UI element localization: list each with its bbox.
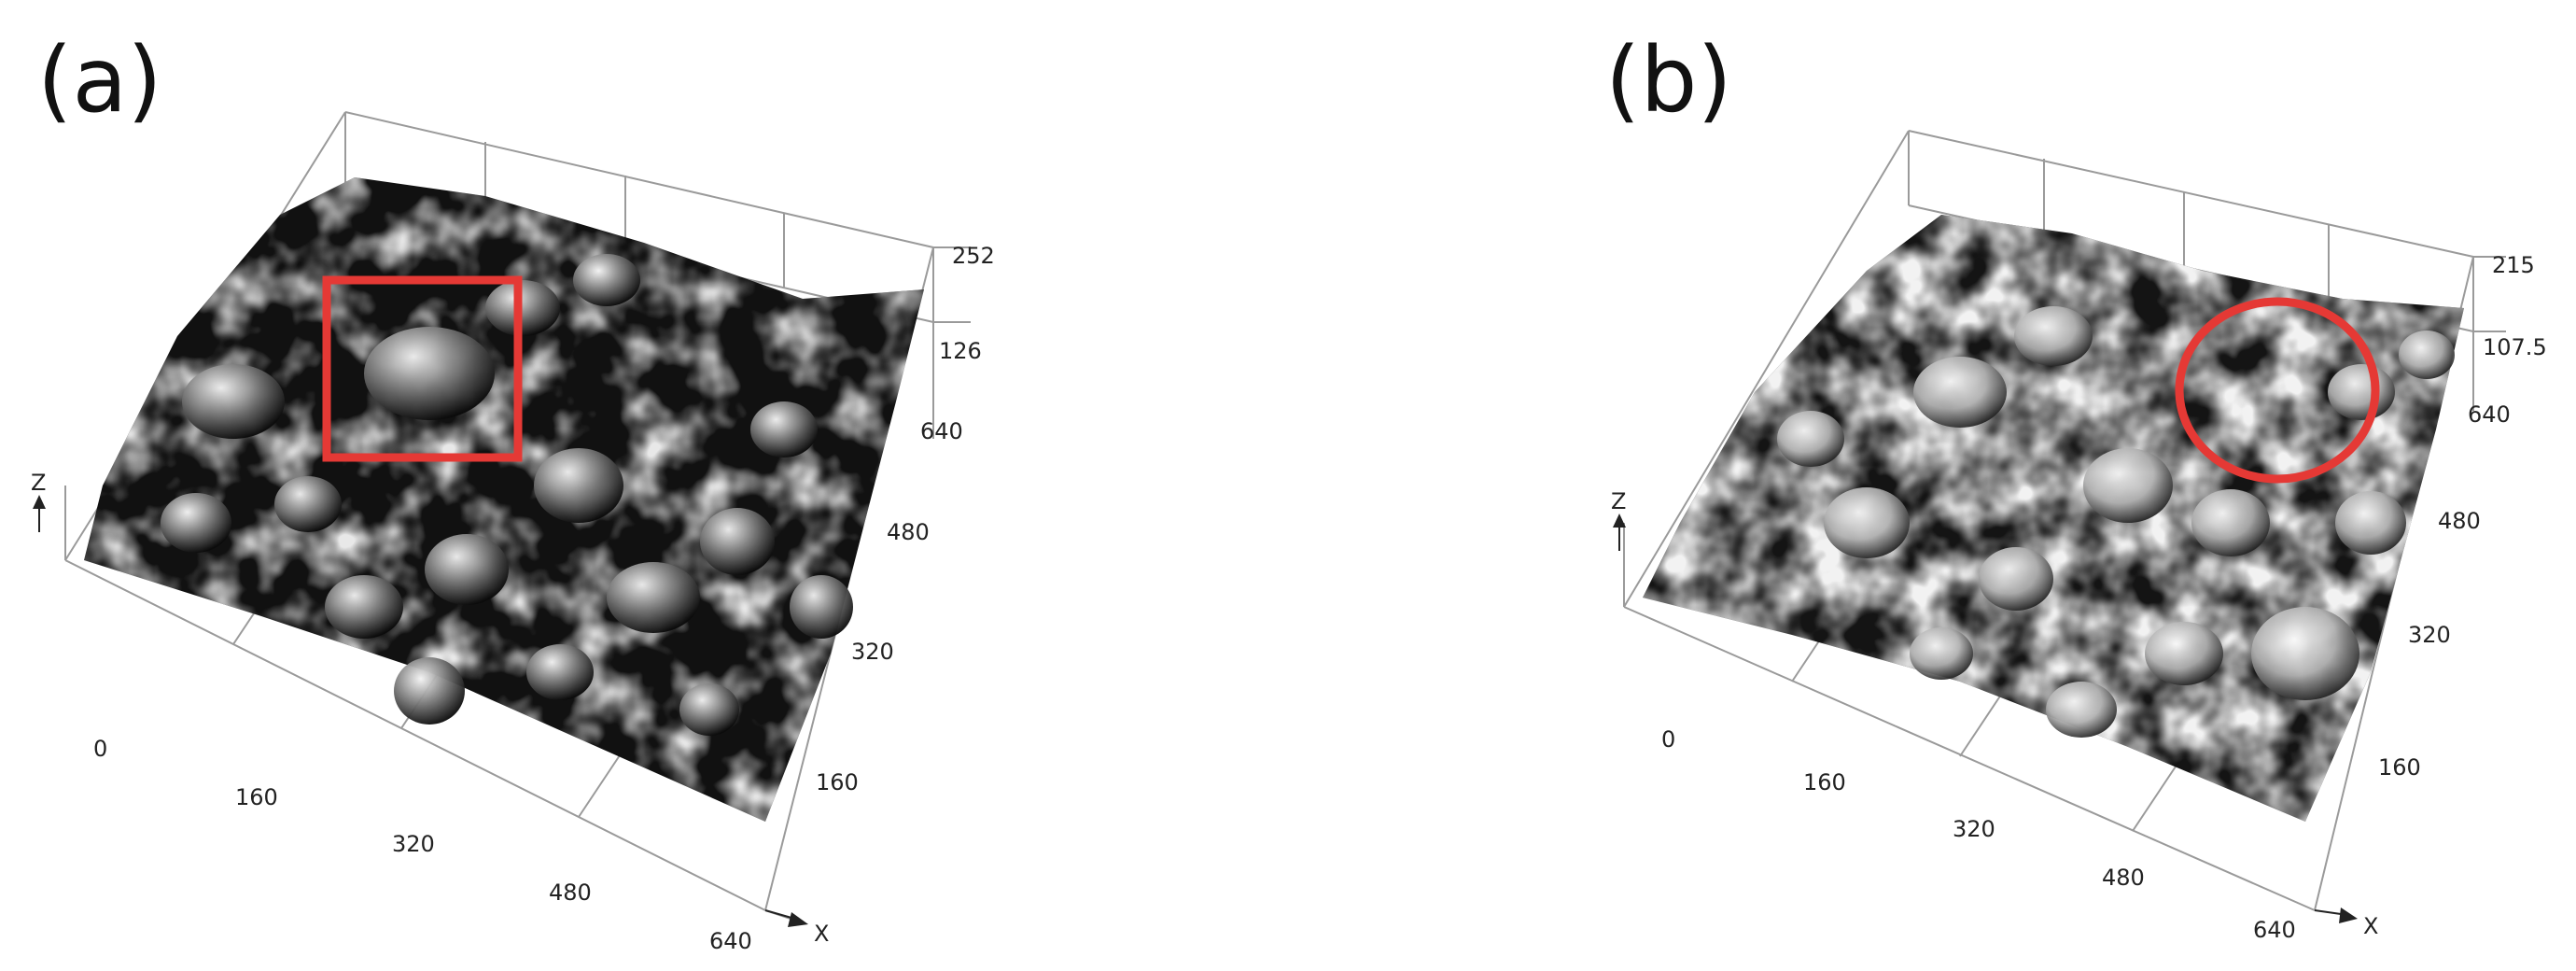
panel-a-z-tick: 126 bbox=[939, 338, 982, 364]
panel-a-y-tick: 160 bbox=[816, 769, 859, 795]
panel-b-y-tick: 480 bbox=[2438, 508, 2481, 534]
panel-a-label: (a) bbox=[37, 28, 162, 133]
panel-a-z-tick: 252 bbox=[952, 243, 995, 269]
panel-a-annotation-rectangle bbox=[322, 275, 523, 462]
panel-b-x-axis: X bbox=[2314, 908, 2378, 939]
panel-b-x-tick: 640 bbox=[2253, 917, 2296, 943]
panel-b-y-tick: 640 bbox=[2468, 401, 2511, 428]
panel-b-y-tick: 160 bbox=[2378, 754, 2421, 781]
panel-a-surface bbox=[84, 177, 924, 822]
panel-a: (a) bbox=[31, 28, 995, 954]
panel-b-annotation-circle bbox=[2175, 297, 2380, 484]
panel-b-origin-label: 0 bbox=[1661, 726, 1675, 753]
panel-a-z-axis-label: Z bbox=[31, 470, 46, 496]
panel-b-label: (b) bbox=[1605, 28, 1732, 133]
panel-b-x-tick: 160 bbox=[1803, 769, 1846, 795]
panel-b-surface bbox=[1643, 215, 2464, 822]
panel-a-x-tick: 480 bbox=[549, 880, 592, 906]
panel-a-x-tick: 160 bbox=[235, 784, 278, 810]
panel-b-z-tick: 215 bbox=[2492, 252, 2535, 278]
panel-b-x-axis-label: X bbox=[2363, 913, 2378, 939]
panel-b: (b) bbox=[1288, 0, 2576, 971]
panel-a-x-axis: X bbox=[764, 909, 829, 947]
panel-b-x-tick: 480 bbox=[2102, 865, 2145, 891]
panel-a-x-tick: 640 bbox=[709, 928, 752, 954]
panel-a-z-axis: Z bbox=[31, 470, 46, 532]
panel-a-x-axis-label: X bbox=[814, 921, 829, 947]
panel-b-z-tick: 107.5 bbox=[2483, 334, 2547, 360]
panel-a-y-tick: 480 bbox=[887, 519, 930, 545]
panel-a-x-tick: 320 bbox=[392, 831, 435, 857]
panel-a-origin-label: 0 bbox=[93, 736, 107, 762]
panel-a-y-tick: 320 bbox=[851, 639, 894, 665]
panel-b-z-axis: Z bbox=[1611, 488, 1626, 551]
panel-b-plot: Z X 0 160 320 480 640 160 320 480 640 21… bbox=[1611, 130, 2547, 943]
panel-b-y-tick: 320 bbox=[2408, 622, 2451, 648]
panel-a-y-tick: 640 bbox=[920, 418, 963, 444]
panel-b-z-axis-label: Z bbox=[1611, 488, 1626, 514]
panel-a-plot: Z X 0 160 320 480 640 160 320 480 640 25… bbox=[31, 111, 995, 954]
panel-b-x-tick: 320 bbox=[1953, 816, 1995, 842]
